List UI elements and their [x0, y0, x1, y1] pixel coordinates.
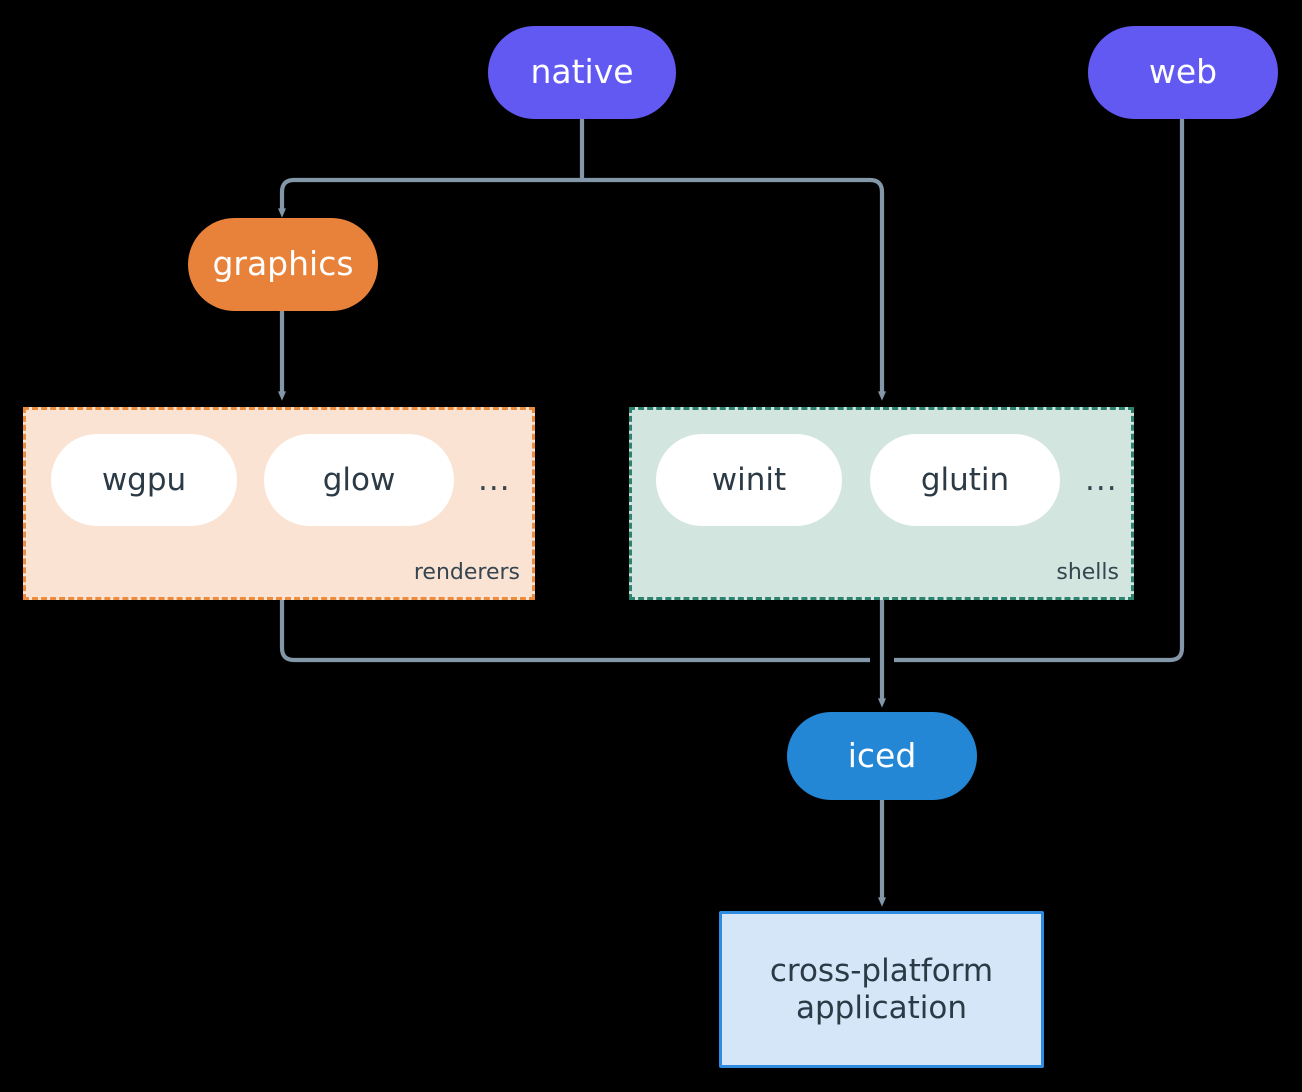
node-graphics-label: graphics: [212, 244, 354, 284]
shells-ellipsis: ...: [1085, 462, 1118, 498]
node-iced-label: iced: [847, 735, 917, 775]
renderers-ellipsis: ...: [478, 462, 511, 498]
node-glow[interactable]: glow: [264, 434, 454, 526]
node-wgpu-label: wgpu: [101, 462, 187, 498]
edge-renderers-to-iced: [279, 600, 870, 663]
node-glow-label: glow: [322, 462, 396, 498]
node-glutin[interactable]: glutin: [870, 434, 1060, 526]
node-cross-platform-application[interactable]: cross-platform application: [719, 911, 1044, 1068]
node-web[interactable]: web: [1088, 26, 1278, 119]
edge-web-to-iced: [894, 119, 1185, 663]
node-iced[interactable]: iced: [787, 712, 977, 800]
node-graphics[interactable]: graphics: [188, 218, 378, 311]
node-application-label-line2: application: [796, 989, 967, 1026]
node-winit[interactable]: winit: [656, 434, 842, 526]
node-winit-label: winit: [711, 462, 787, 498]
node-glutin-label: glutin: [920, 462, 1010, 498]
node-native[interactable]: native: [488, 26, 676, 119]
group-shells-label: shells: [1056, 560, 1119, 585]
node-wgpu[interactable]: wgpu: [51, 434, 237, 526]
node-native-label: native: [530, 52, 634, 92]
edge-native-to-graphics: [278, 177, 582, 218]
edge-native-to-shells: [582, 177, 887, 401]
node-application-label-line1: cross-platform: [769, 952, 994, 989]
group-renderers-label: renderers: [413, 560, 520, 585]
node-web-label: web: [1148, 52, 1218, 92]
